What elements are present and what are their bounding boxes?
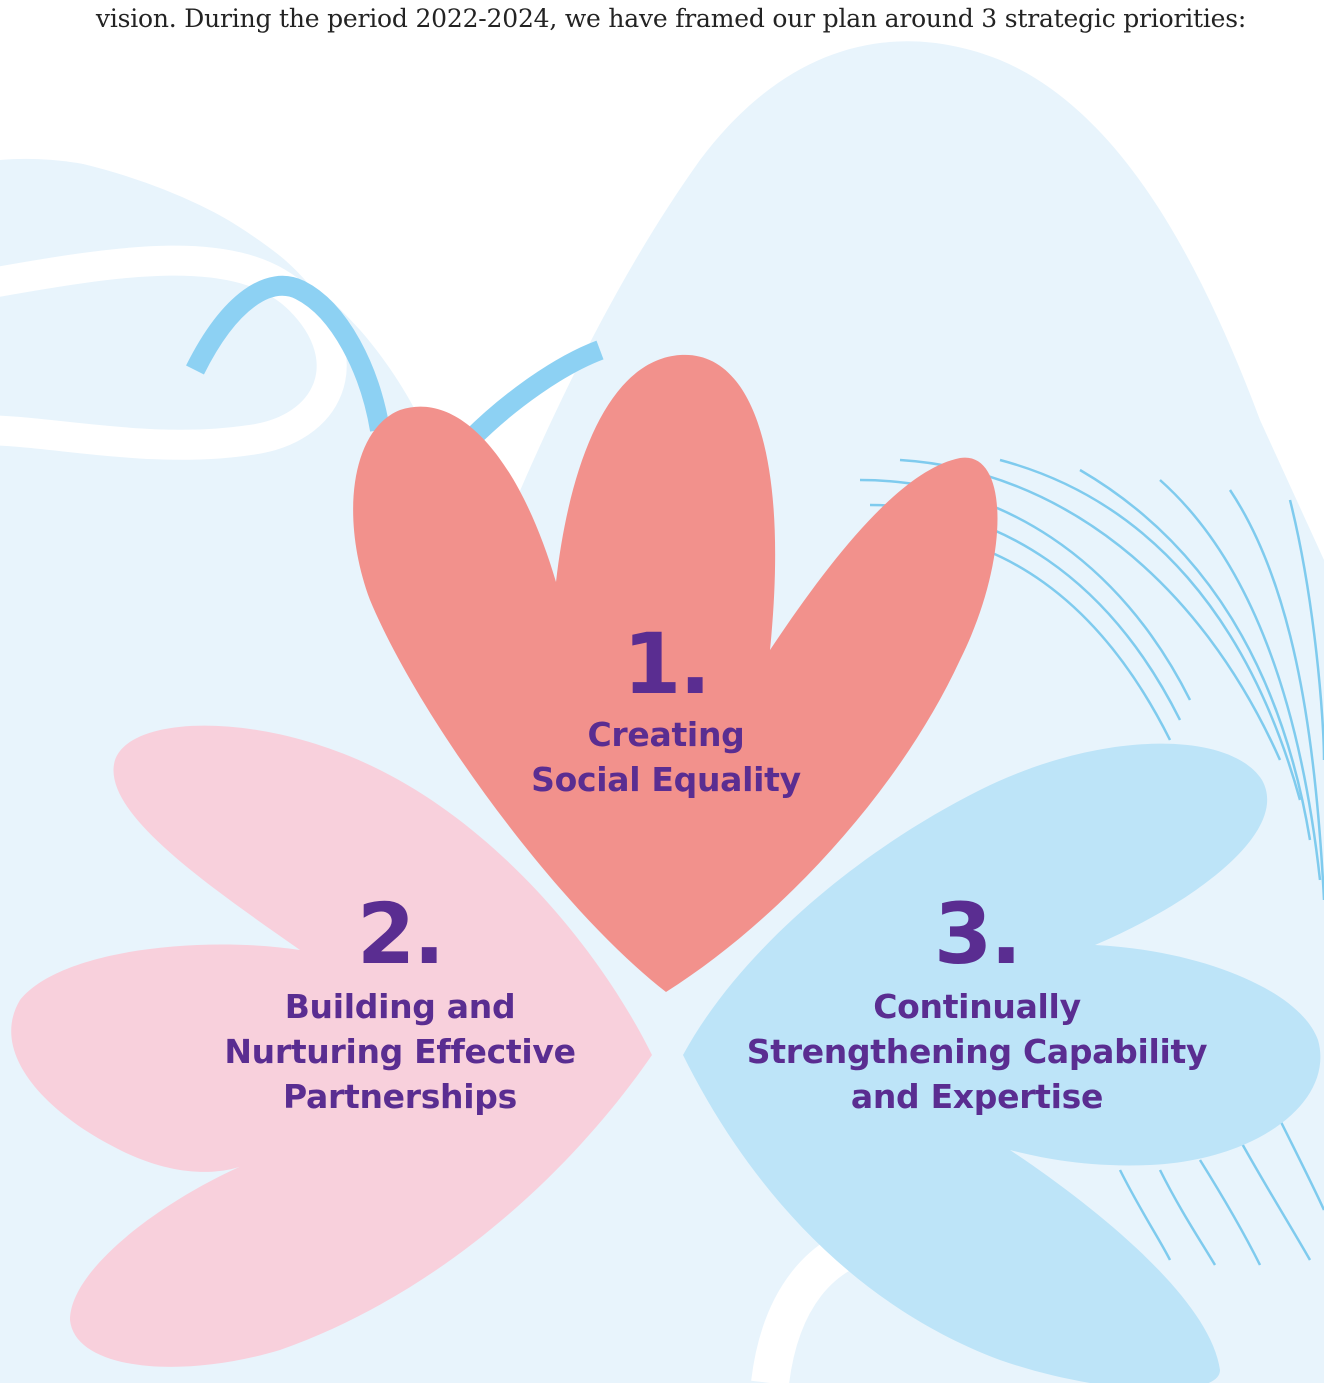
priority-3-title-line1: Continually [873,987,1081,1026]
priority-2-title-line2: Nurturing Effective [224,1032,576,1071]
white-swoosh-2 [0,132,337,305]
intro-paragraph: vision. During the period 2022-2024, we … [95,4,1247,33]
priority-1-title-line2: Social Equality [531,760,801,799]
petal-2-pink [11,725,652,1367]
petal-1-coral [353,354,998,992]
blue-arc-left [186,275,390,432]
priority-3-title-line3: and Expertise [850,1077,1104,1116]
priority-3: 3. Continually Strengthening Capability … [712,892,1242,1119]
priority-2-number: 2. [356,885,445,983]
priority-2: 2. Building and Nurturing Effective Part… [170,892,630,1119]
petal-3-blue [683,743,1321,1383]
priority-3-title-line2: Strengthening Capability [746,1032,1208,1071]
priority-3-number: 3. [933,885,1022,983]
priority-1-title-line1: Creating [587,715,745,754]
priority-2-title-line3: Partnerships [283,1077,517,1116]
blue-arc-mid [462,340,604,448]
white-swoosh-1 [0,245,347,460]
priority-2-title-line1: Building and [284,987,516,1026]
priority-1-number: 1. [622,615,711,713]
priority-1: 1. Creating Social Equality [466,622,866,802]
